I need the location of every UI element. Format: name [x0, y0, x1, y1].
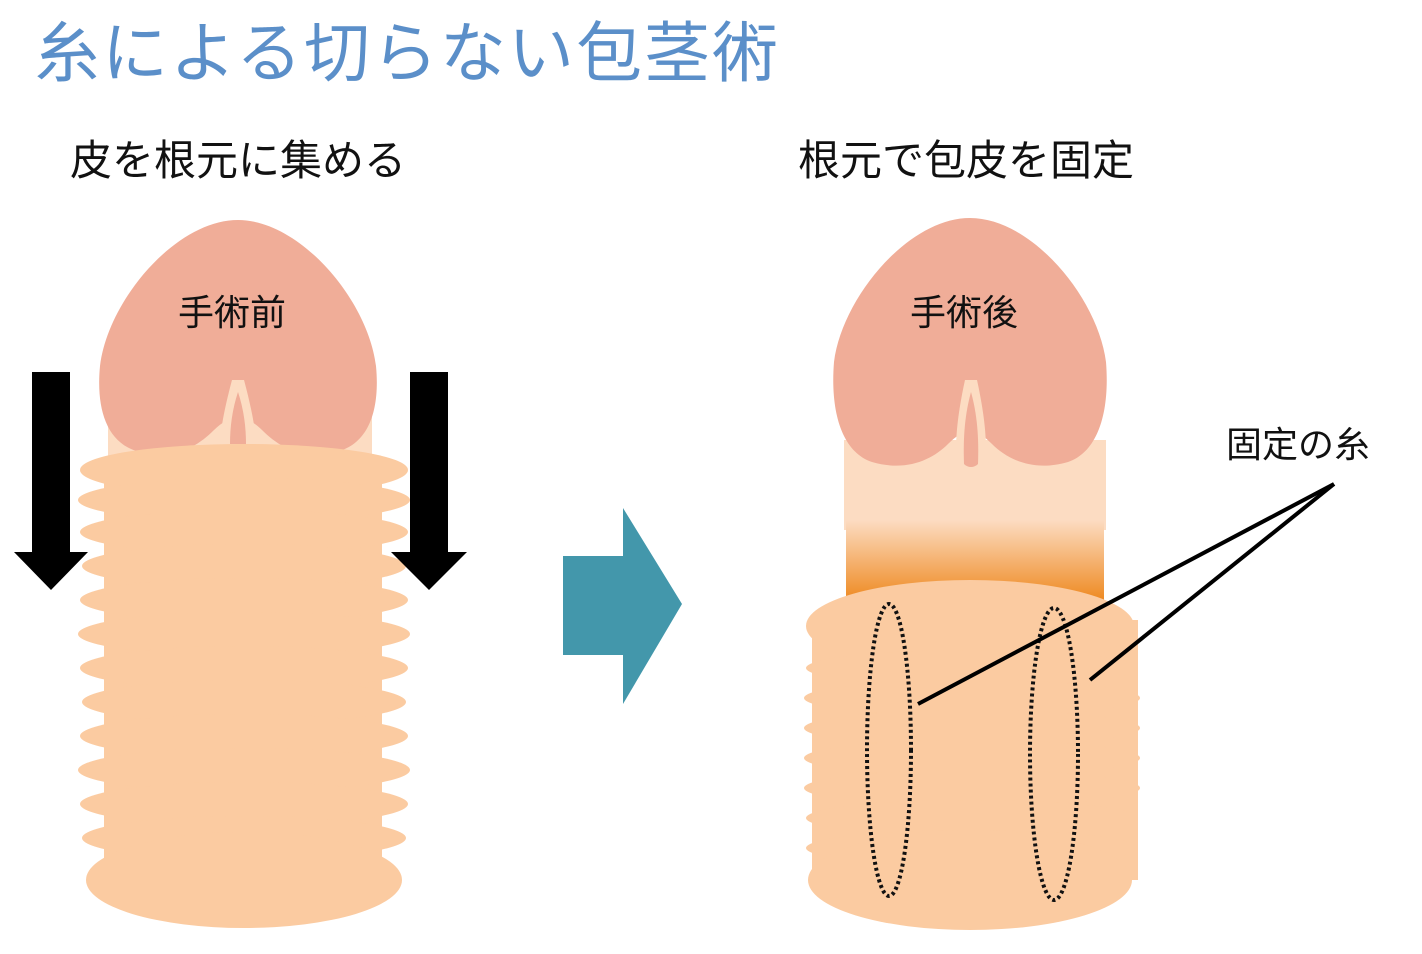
- after-glans: [833, 218, 1107, 466]
- before-meatus-inner: [230, 392, 246, 444]
- after-skin-rolls: [804, 580, 1140, 930]
- caption-after: 根元で包皮を固定: [798, 136, 1135, 185]
- after-illustration: [804, 218, 1336, 930]
- leader-line-right: [1088, 482, 1336, 682]
- label-fixing-thread: 固定の糸: [1226, 425, 1371, 466]
- down-arrow-right: [391, 372, 467, 590]
- before-glans: [99, 220, 377, 455]
- before-illustration: [14, 220, 467, 928]
- suture-right: [1028, 606, 1080, 902]
- after-meatus-inner: [963, 392, 979, 467]
- leader-line-left: [917, 482, 1335, 706]
- label-after: 手術後: [910, 293, 1019, 334]
- caption-before: 皮を根元に集める: [70, 136, 407, 185]
- suture-left: [865, 602, 913, 898]
- label-before: 手術前: [178, 293, 287, 334]
- page-title: 糸による切らない包茎術: [34, 15, 781, 92]
- down-arrow-left: [14, 372, 88, 590]
- before-skin-rolls: [78, 444, 410, 928]
- transition-arrow: [563, 508, 682, 704]
